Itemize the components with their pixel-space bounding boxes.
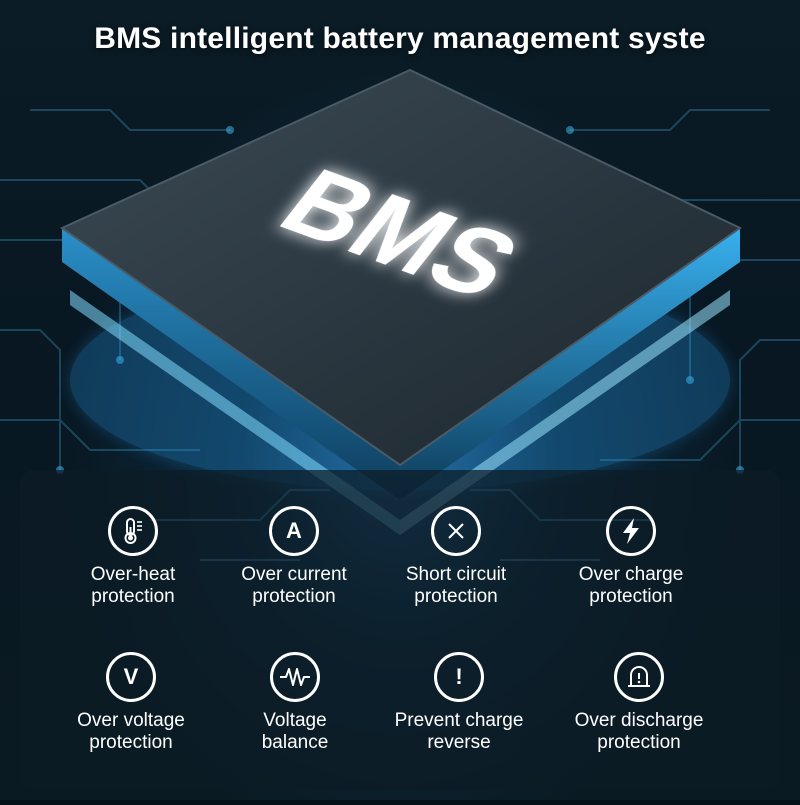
feature-over-heat: Over-heat protection <box>48 506 218 608</box>
feature-label: Short circuit <box>405 564 507 585</box>
feature-label: Over discharge <box>574 710 704 731</box>
feature-over-discharge: Over discharge protection <box>554 652 724 754</box>
waveform-icon <box>270 652 320 702</box>
feature-label: Prevent charge <box>394 710 524 731</box>
feature-label: protection <box>597 732 681 753</box>
feature-over-current: A Over current protection <box>209 506 379 608</box>
ampere-icon: A <box>269 506 319 556</box>
feature-short-circuit: Short circuit protection <box>371 506 541 608</box>
discharge-warning-icon <box>614 652 664 702</box>
cross-icon <box>431 506 481 556</box>
feature-label: protection <box>414 586 498 607</box>
feature-prevent-charge-reverse: ! Prevent charge reverse <box>374 652 544 754</box>
feature-label: balance <box>261 732 329 753</box>
exclamation-glyph: ! <box>455 664 463 689</box>
ampere-glyph: A <box>286 518 302 543</box>
volt-icon: V <box>106 652 156 702</box>
feature-voltage-balance: Voltage balance <box>210 652 380 754</box>
feature-over-charge: Over charge protection <box>546 506 716 608</box>
feature-label: Over voltage <box>77 710 185 731</box>
feature-label: reverse <box>427 732 491 753</box>
page-title: BMS intelligent battery management syste <box>94 22 706 55</box>
feature-label: protection <box>91 586 175 607</box>
thermometer-icon <box>108 506 158 556</box>
feature-over-voltage: V Over voltage protection <box>46 652 216 754</box>
feature-label: Over current <box>241 564 347 585</box>
exclamation-icon: ! <box>434 652 484 702</box>
feature-label: protection <box>589 586 673 607</box>
feature-label: Over-heat <box>90 564 176 585</box>
feature-label: protection <box>252 586 336 607</box>
volt-glyph: V <box>123 664 139 689</box>
lightning-icon <box>606 506 656 556</box>
feature-label: Over charge <box>578 564 684 585</box>
feature-label: Voltage <box>263 710 327 731</box>
feature-label: protection <box>89 732 173 753</box>
